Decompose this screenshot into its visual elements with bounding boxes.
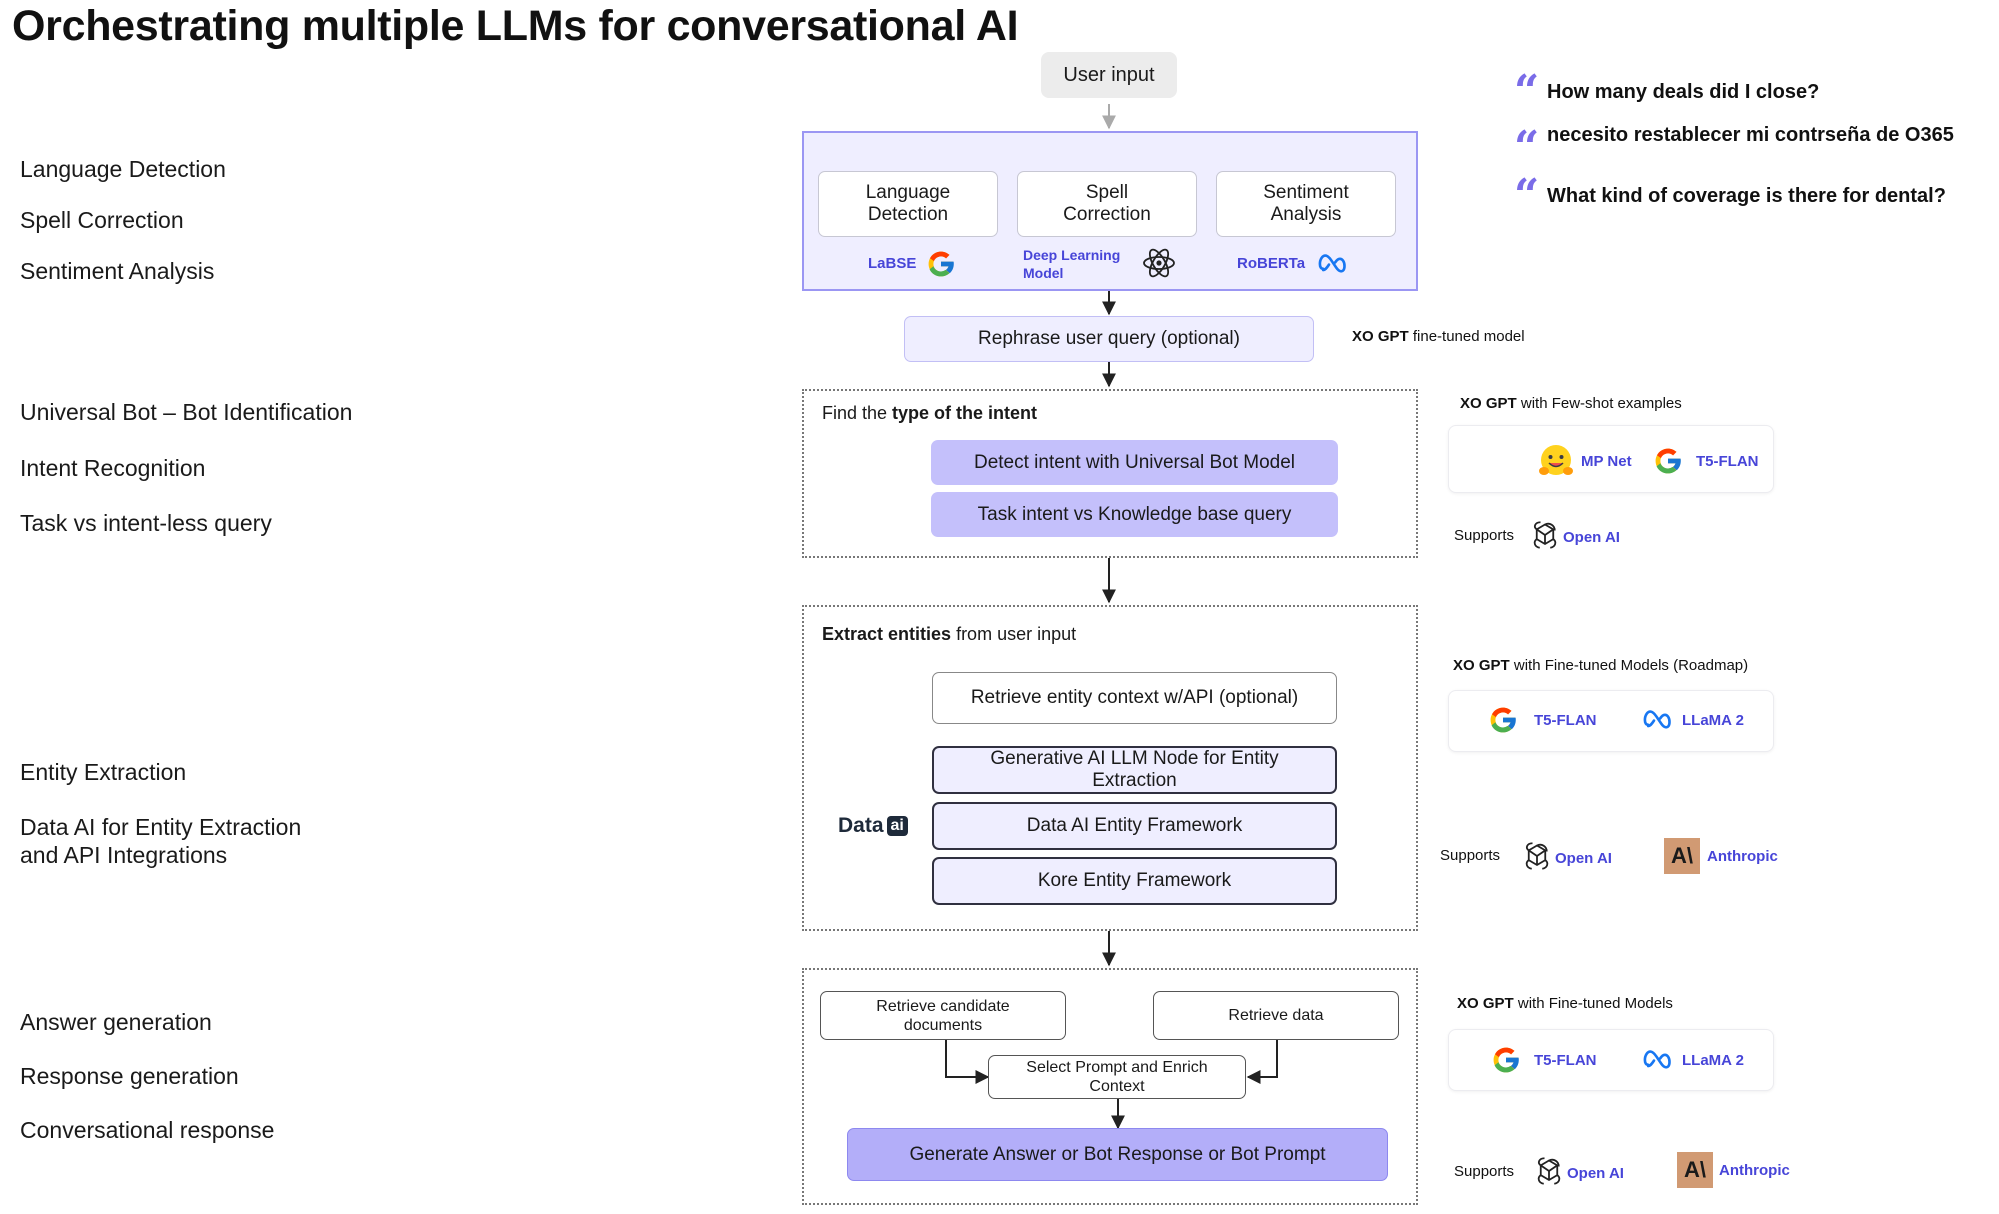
entity-model-note: XO GPT with Fine-tuned Models (Roadmap) (1453, 657, 1748, 674)
kore-entity-framework-node: Kore Entity Framework (932, 857, 1337, 905)
rephrase-note-text: fine-tuned model (1408, 328, 1525, 345)
entity-heading-bold: Extract entities (822, 624, 952, 644)
label-answer-generation: Answer generation (20, 1009, 212, 1035)
deep-learning-label-line2: Model (1023, 265, 1064, 281)
openai-label: Open AI (1555, 850, 1612, 867)
label-intent-recognition: Intent Recognition (20, 455, 206, 481)
t5-flan-label: T5-FLAN (1696, 453, 1759, 470)
google-icon (1490, 1044, 1522, 1076)
meta-icon (1641, 708, 1677, 732)
hugging-face-icon (1539, 445, 1573, 475)
intent-section (802, 389, 1418, 558)
data-ai-logo-text: Data (838, 814, 884, 837)
openai-icon (1530, 520, 1560, 550)
data-ai-logo-badge: ai (886, 816, 908, 836)
answer-section (802, 968, 1418, 1205)
label-language-detection: Language Detection (20, 156, 226, 182)
google-icon (1652, 445, 1684, 477)
answer-model-note: XO GPT with Fine-tuned Models (1457, 995, 1673, 1012)
anthropic-icon: A\ (1677, 1152, 1713, 1188)
meta-icon (1316, 252, 1352, 276)
openai-label: Open AI (1563, 529, 1620, 546)
anthropic-label: Anthropic (1707, 848, 1778, 865)
anthropic-icon: A\ (1664, 838, 1700, 874)
retrieve-documents-node: Retrieve candidate documents (820, 991, 1066, 1040)
deep-learning-label-line1: Deep Learning (1023, 247, 1121, 263)
retrieve-data-node: Retrieve data (1153, 991, 1399, 1040)
label-entity-extraction: Entity Extraction (20, 759, 187, 785)
detect-intent-node: Detect intent with Universal Bot Model (931, 440, 1338, 485)
entity-note-bold: XO GPT (1453, 657, 1510, 674)
quote-mark-icon: “ (1514, 66, 1540, 117)
google-icon (1487, 704, 1519, 736)
atom-icon (1143, 248, 1175, 278)
meta-icon (1641, 1048, 1677, 1072)
quote-mark-icon: “ (1514, 170, 1540, 221)
label-task-vs-intent: Task vs intent-less query (20, 510, 272, 536)
page-title: Orchestrating multiple LLMs for conversa… (12, 2, 1019, 50)
generate-answer-node: Generate Answer or Bot Response or Bot P… (847, 1128, 1388, 1181)
openai-icon (1522, 841, 1552, 871)
quote-mark-icon: “ (1514, 122, 1540, 173)
rephrase-note-bold: XO GPT (1352, 328, 1409, 345)
supports-label: Supports (1454, 527, 1515, 544)
entity-section-heading: Extract entities from user input (822, 624, 1076, 645)
intent-models-card (1448, 425, 1774, 493)
mpnet-label: MP Net (1581, 453, 1632, 470)
openai-label: Open AI (1567, 1165, 1624, 1182)
user-input-node: User input (1041, 52, 1177, 98)
label-spell-correction: Spell Correction (20, 207, 184, 233)
entity-heading-suffix: from user input (951, 624, 1077, 644)
rephrase-node: Rephrase user query (optional) (904, 316, 1314, 362)
llama2-label: LLaMA 2 (1682, 712, 1744, 729)
intent-model-note: XO GPT with Few-shot examples (1460, 395, 1682, 412)
task-intent-node: Task intent vs Knowledge base query (931, 492, 1338, 537)
entity-models-card (1448, 690, 1774, 752)
data-ai-entity-framework-node: Data AI Entity Framework (932, 802, 1337, 850)
gen-ai-llm-node: Generative AI LLM Node for Entity Extrac… (932, 746, 1337, 794)
label-sentiment-analysis: Sentiment Analysis (20, 258, 215, 284)
language-detection-box: Language Detection (818, 171, 998, 237)
anthropic-label: Anthropic (1719, 1162, 1790, 1179)
quote-2: necesito restablecer mi contrseña de O36… (1547, 124, 1954, 146)
label-data-ai-line1: Data AI for Entity Extraction (20, 814, 302, 840)
answer-note-text: with Fine-tuned Models (1513, 995, 1673, 1012)
answer-models-card (1448, 1029, 1774, 1091)
supports-label: Supports (1454, 1163, 1515, 1180)
spell-correction-box: Spell Correction (1017, 171, 1197, 237)
data-ai-logo: Data ai (838, 814, 908, 838)
openai-icon (1534, 1156, 1564, 1186)
select-prompt-node: Select Prompt and Enrich Context (988, 1055, 1246, 1099)
quote-3: What kind of coverage is there for denta… (1547, 185, 1946, 207)
rephrase-model-note: XO GPT fine-tuned model (1352, 328, 1525, 345)
intent-section-heading: Find the type of the intent (822, 403, 1037, 424)
label-data-ai-line2: and API Integrations (20, 842, 228, 868)
t5-flan-label: T5-FLAN (1534, 712, 1597, 729)
label-conversational-response: Conversational response (20, 1117, 275, 1143)
arrow-docs-to-select (945, 1040, 990, 1084)
answer-note-bold: XO GPT (1457, 995, 1514, 1012)
labse-label: LaBSE (868, 255, 917, 272)
roberta-label: RoBERTa (1237, 255, 1306, 272)
intent-note-text: with Few-shot examples (1516, 395, 1682, 412)
arrow-data-to-select (1246, 1040, 1278, 1084)
intent-note-bold: XO GPT (1460, 395, 1517, 412)
retrieve-entity-context-node: Retrieve entity context w/API (optional) (932, 672, 1337, 724)
label-universal-bot: Universal Bot – Bot Identification (20, 399, 353, 425)
llama2-label: LLaMA 2 (1682, 1052, 1744, 1069)
t5-flan-label: T5-FLAN (1534, 1052, 1597, 1069)
intent-heading-bold: type of the intent (892, 403, 1038, 423)
intent-heading-prefix: Find the (822, 403, 893, 423)
entity-section (802, 605, 1418, 931)
label-response-generation: Response generation (20, 1063, 239, 1089)
quote-1: How many deals did I close? (1547, 81, 1820, 103)
google-icon (925, 248, 957, 280)
supports-label: Supports (1440, 847, 1501, 864)
entity-note-text: with Fine-tuned Models (Roadmap) (1509, 657, 1749, 674)
sentiment-analysis-box: Sentiment Analysis (1216, 171, 1396, 237)
